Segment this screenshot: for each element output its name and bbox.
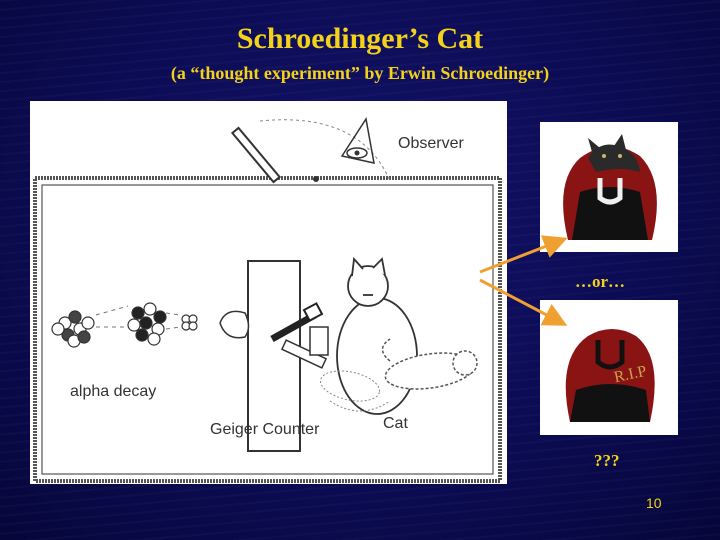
cat-ear-l bbox=[588, 138, 600, 152]
cat-head bbox=[347, 265, 389, 307]
eye-shape bbox=[346, 147, 368, 159]
box-outer-border bbox=[33, 176, 502, 483]
atom-cluster-1 bbox=[51, 310, 95, 348]
geiger-counter-box bbox=[247, 260, 301, 452]
cat-ear-r bbox=[614, 134, 626, 150]
alpha-particle bbox=[181, 314, 198, 331]
geiger-counter-label: Geiger Counter bbox=[210, 421, 320, 438]
dead-cat-2 bbox=[320, 370, 391, 412]
motion-lines bbox=[95, 305, 181, 330]
eye-cone bbox=[340, 117, 375, 164]
bag-handle bbox=[597, 178, 623, 205]
detector-window bbox=[219, 310, 250, 339]
dead-cat bbox=[381, 338, 478, 390]
cat-ear-left bbox=[351, 256, 364, 277]
bag-black-band bbox=[572, 187, 648, 240]
observer-label: Observer bbox=[398, 135, 464, 152]
periscope-tube bbox=[230, 126, 282, 184]
or-label: …or… bbox=[575, 272, 626, 291]
rip-bag-handle bbox=[595, 340, 625, 370]
poison-bottle bbox=[309, 326, 329, 356]
dead-cat-tail bbox=[381, 338, 391, 362]
view-arc bbox=[259, 119, 391, 182]
slide-subtitle: (a “thought experiment” by Erwin Schroed… bbox=[170, 63, 550, 83]
hammer-head bbox=[302, 302, 324, 322]
page-number: 10 bbox=[646, 495, 662, 511]
cat-head-in-bag bbox=[588, 144, 640, 172]
question-marks: ??? bbox=[594, 451, 620, 470]
alpha-decay-label: alpha decay bbox=[70, 383, 157, 400]
eye-pupil bbox=[354, 150, 360, 156]
diagram-drawing bbox=[33, 117, 502, 483]
atom-cluster-2 bbox=[127, 302, 167, 346]
cat-eye-l bbox=[602, 154, 606, 158]
photo-rip-bag: R.I.P bbox=[540, 300, 678, 435]
cat-eye-r bbox=[618, 154, 622, 158]
thought-experiment-diagram: Observer alpha decay Geiger Counter Cat bbox=[30, 101, 507, 484]
alive-cat bbox=[336, 256, 418, 415]
photo-cat-in-bag bbox=[540, 122, 678, 252]
rip-bag-black-band bbox=[570, 384, 650, 422]
dead-cat-head bbox=[452, 350, 478, 376]
cat-ear-right bbox=[372, 257, 386, 276]
box-inner-border bbox=[41, 184, 494, 475]
poison-vial bbox=[280, 339, 328, 369]
cat-label: Cat bbox=[383, 415, 408, 432]
pivot-dot bbox=[313, 176, 319, 182]
slide-title: Schroedinger’s Cat bbox=[236, 22, 484, 55]
